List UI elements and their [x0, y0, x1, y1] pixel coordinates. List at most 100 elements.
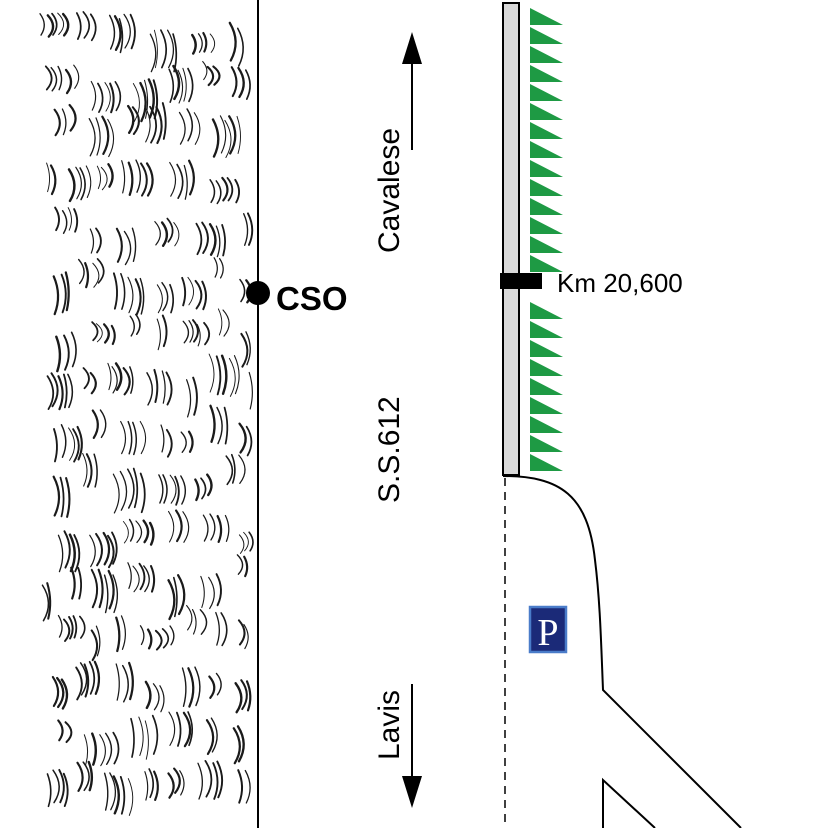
rock-hatch-stroke: [186, 604, 193, 631]
rock-hatch-stroke: [128, 518, 135, 542]
rock-hatch-stroke: [182, 320, 190, 344]
rock-hatch-stroke: [63, 618, 71, 642]
rock-hatch-stroke: [147, 78, 155, 119]
rock-hatch-stroke: [211, 118, 220, 158]
rock-hatch-stroke: [215, 672, 222, 696]
rock-hatch-stroke: [61, 12, 70, 37]
rock-hatch-stroke: [131, 227, 137, 262]
rock-hatch-stroke: [152, 79, 159, 120]
rock-hatch-stroke: [245, 331, 251, 366]
rock-hatch-stroke: [115, 616, 121, 653]
rock-hatch-stroke: [95, 625, 101, 657]
rock-hatch-stroke: [168, 711, 176, 746]
rock-hatch-stroke: [232, 727, 241, 765]
rock-hatch-stroke: [243, 623, 249, 650]
rock-hatch-stroke: [46, 162, 51, 193]
rock-hatch-stroke: [219, 115, 227, 154]
rock-hatch-stroke: [236, 725, 245, 763]
rock-hatch-stroke: [114, 362, 123, 391]
rock-hatch-stroke: [106, 534, 115, 569]
rock-hatch-stroke: [79, 167, 86, 201]
direction-north: Cavalese: [373, 32, 422, 253]
rock-hatch-stroke: [208, 576, 215, 610]
rock-hatch-stroke: [111, 366, 118, 394]
rock-hatch-stroke: [143, 79, 149, 119]
rock-hatch-stroke: [127, 420, 133, 455]
rock-hatch-stroke: [82, 452, 88, 487]
rock-hatch-stroke: [101, 115, 110, 155]
rock-hatch-stroke: [135, 520, 143, 544]
rock-hatch-stroke: [90, 568, 99, 609]
rock-hatch-stroke: [156, 318, 161, 351]
rock-hatch-stroke: [112, 731, 120, 765]
road-shoulder-strip: [502, 2, 520, 476]
vegetation-hedge: [530, 8, 563, 471]
rock-hatch-stroke: [107, 569, 115, 610]
rock-hatch-stroke: [142, 519, 150, 544]
direction-north-label: Cavalese: [373, 128, 406, 253]
rock-hatch-stroke: [169, 161, 177, 197]
rock-hatch-stroke: [187, 711, 194, 747]
rock-hatch-stroke: [123, 230, 132, 266]
rock-hatch-stroke: [148, 521, 155, 546]
rock-hatch-stroke: [50, 372, 59, 408]
rock-hatch-stroke: [131, 106, 140, 135]
vegetation-triangle: [530, 27, 563, 44]
rock-hatch-stroke: [119, 775, 126, 815]
vegetation-triangle: [530, 255, 563, 272]
rock-hatch-stroke: [107, 163, 114, 188]
rock-hatch-stroke: [132, 467, 139, 509]
rock-hatch-stroke: [103, 772, 109, 811]
rock-hatch-stroke: [217, 308, 223, 336]
rock-hatch-stroke: [187, 159, 195, 196]
rock-hatch-stroke: [65, 477, 71, 518]
vegetation-triangle: [530, 160, 563, 177]
rock-hatch-stroke: [119, 470, 128, 511]
rock-hatch-stroke: [238, 422, 247, 454]
rock-hatch-stroke: [209, 513, 216, 541]
rock-hatch-stroke: [180, 475, 187, 505]
rock-hatch-stroke: [121, 160, 126, 194]
rock-hatch-stroke: [156, 284, 163, 314]
rock-hatch-stroke: [160, 424, 165, 453]
rock-hatch-stroke: [115, 227, 123, 263]
rock-hatch-stroke: [90, 80, 97, 111]
rock-hatch-stroke: [67, 373, 74, 409]
rock-hatch-stroke: [234, 178, 241, 204]
rock-hatch-stroke: [70, 331, 77, 368]
rock-hatch-stroke: [127, 661, 134, 701]
rock-hatch-stroke: [102, 531, 111, 566]
rock-hatch-stroke: [192, 376, 198, 416]
rock-hatch-stroke: [91, 732, 98, 766]
rock-hatch-stroke: [59, 476, 65, 518]
rock-hatch-stroke: [126, 468, 135, 509]
rock-hatch-stroke: [100, 166, 108, 191]
rock-hatch-stroke: [176, 574, 186, 616]
rock-hatch-stroke: [160, 29, 168, 69]
rock-hatch-stroke: [210, 717, 218, 753]
arrow-down-icon: [402, 776, 422, 808]
rock-hatch-stroke: [63, 334, 70, 371]
rock-hatch-stroke: [139, 277, 145, 315]
rock-hatch-stroke: [149, 564, 156, 593]
rock-hatch-stroke: [205, 719, 215, 756]
rock-hatch-stroke: [79, 662, 88, 696]
rock-hatch-stroke: [82, 367, 90, 390]
rock-hatch-stroke: [127, 778, 134, 816]
rock-hatch-stroke: [238, 454, 246, 485]
rock-hatch-stroke: [209, 33, 216, 53]
cso-site-marker: [246, 281, 270, 305]
rock-hatch-stroke: [46, 14, 55, 38]
rock-hatch-stroke: [70, 566, 76, 600]
rock-hatch-stroke: [113, 15, 122, 51]
rock-hatch-stroke: [57, 375, 64, 411]
rock-hatch-stroke: [215, 225, 221, 258]
rock-hatch-stroke: [89, 13, 97, 42]
rock-hatch-stroke: [112, 272, 118, 310]
rock-hatch-stroke: [216, 514, 223, 544]
vegetation-triangle: [530, 122, 563, 139]
rock-hatch-stroke: [187, 667, 195, 708]
vegetation-triangle: [530, 8, 563, 25]
rock-hatch-stroke: [215, 180, 222, 205]
arrow-up-icon: [402, 32, 422, 64]
